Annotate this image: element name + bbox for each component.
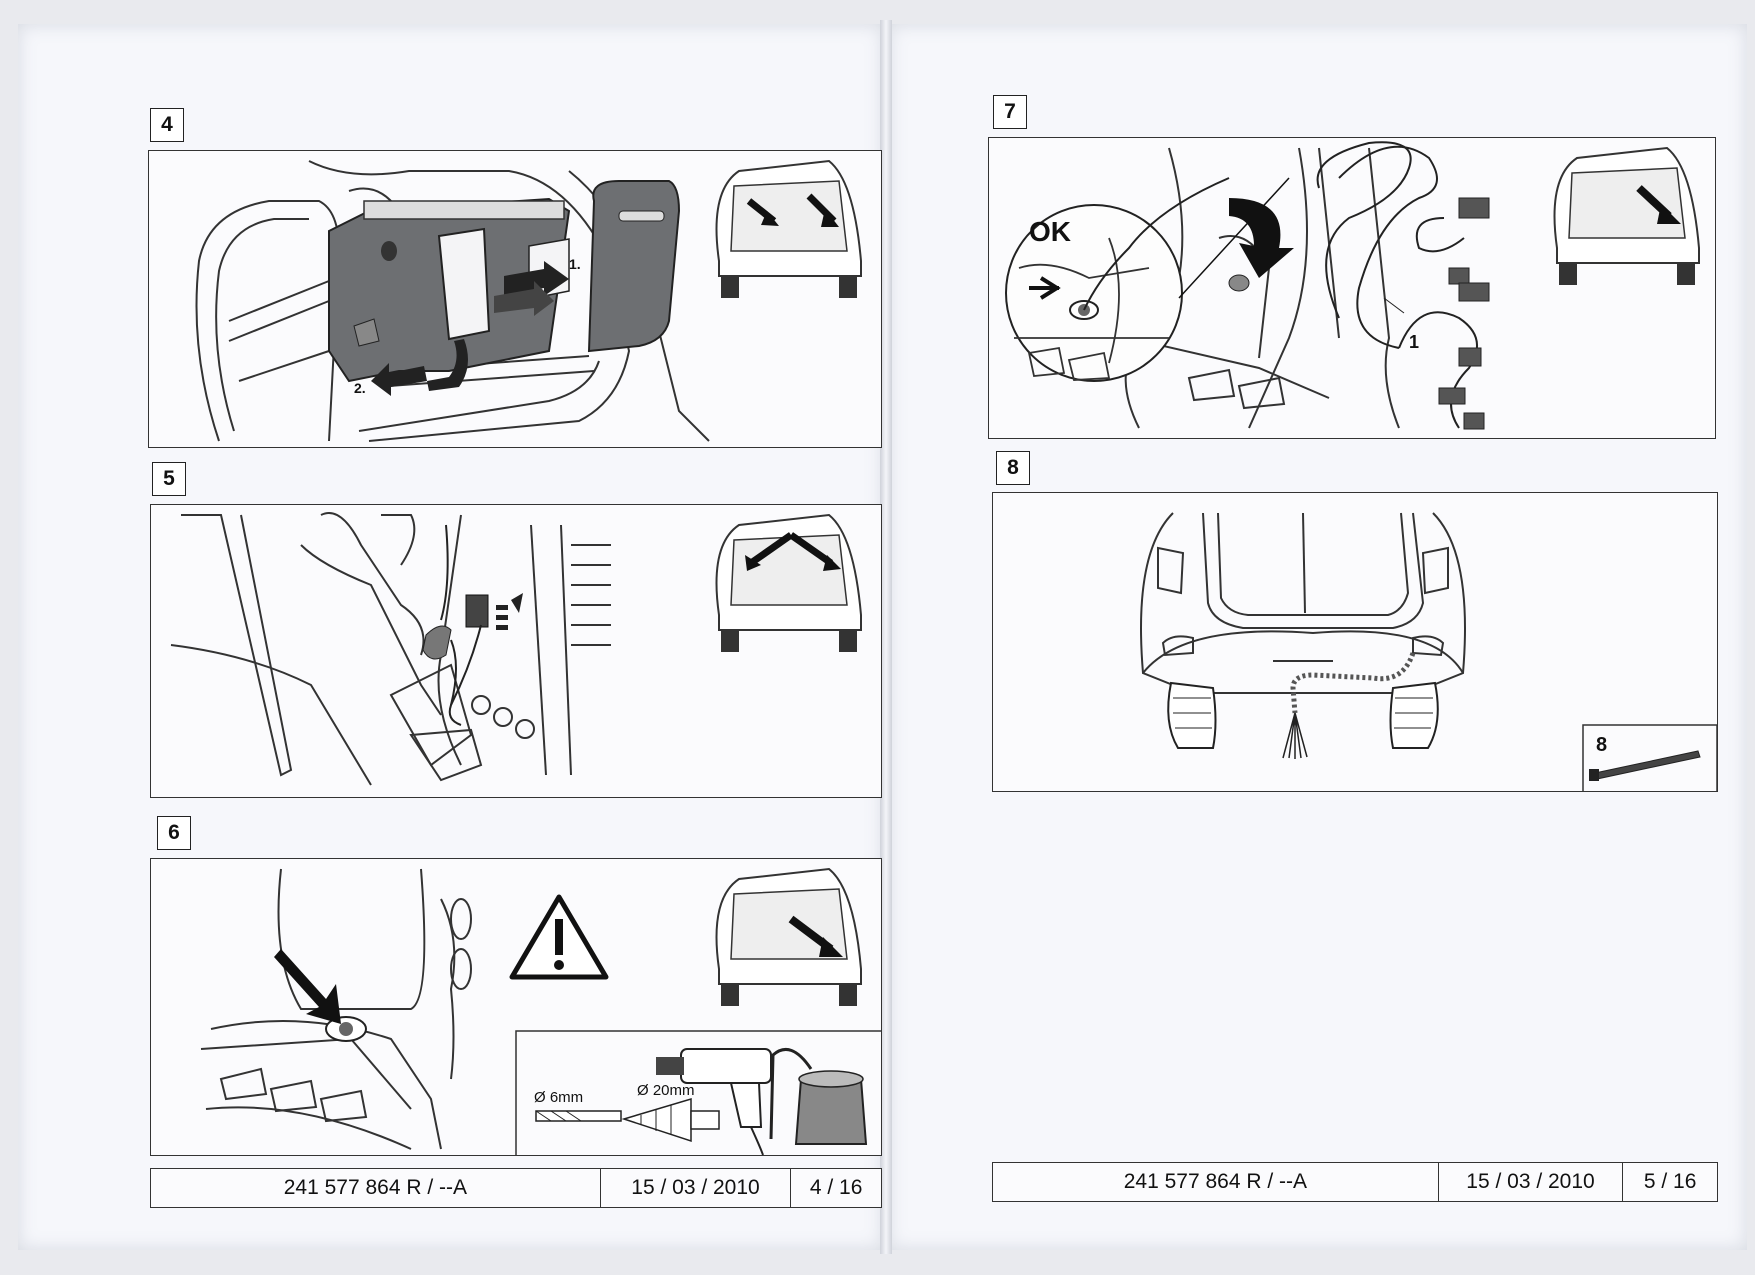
- step-5-number: 5: [152, 462, 186, 496]
- step-8-panel: 8: [992, 492, 1718, 792]
- step-5-illustration: [170, 512, 862, 786]
- step-7-panel: OK 1: [988, 137, 1716, 439]
- tools-inset: Ø 6mm Ø 20mm: [515, 1030, 881, 1155]
- cable-callout-1: 1: [1409, 332, 1419, 352]
- cable-tie-inset: 8: [1582, 724, 1717, 791]
- step-7-car-thumbnail: [1553, 146, 1700, 285]
- footer-right-date: 15 / 03 / 2010: [1439, 1163, 1624, 1201]
- step-8-illustration: 8: [1140, 512, 1717, 791]
- wheels: [1167, 681, 1439, 749]
- footer-left-date: 15 / 03 / 2010: [601, 1169, 792, 1207]
- power-drill-icon: [656, 1048, 772, 1155]
- step-4-number: 4: [150, 108, 184, 142]
- step-7-illustration: OK 1: [1005, 141, 1700, 430]
- footer-right-ref: 241 577 864 R / --A: [993, 1163, 1439, 1201]
- step-7-number: 7: [993, 95, 1027, 129]
- step-4-illustration: 1. 2.: [195, 159, 862, 442]
- step-8-number: 8: [996, 451, 1030, 485]
- step-6-illustration: Ø 6mm Ø 20mm: [200, 867, 881, 1155]
- step-4-car-thumbnail: [715, 159, 862, 298]
- footer-left: 241 577 864 R / --A 15 / 03 / 2010 4 / 1…: [150, 1168, 882, 1208]
- footer-right-page: 5 / 16: [1643, 1170, 1697, 1193]
- ok-label: OK: [1029, 216, 1071, 247]
- step-6-panel: Ø 6mm Ø 20mm: [150, 858, 882, 1156]
- step-5-panel: [150, 504, 882, 798]
- step-4-arrow-1-label: 1.: [569, 256, 581, 272]
- step-6-number: 6: [157, 816, 191, 850]
- drill-bit-icon: [535, 1110, 622, 1122]
- loose-wire-ends: [1282, 712, 1308, 759]
- step-6-car-thumbnail: [715, 867, 862, 1006]
- footer-left-ref: 241 577 864 R / --A: [151, 1169, 601, 1207]
- step-drill-icon: [621, 1097, 720, 1143]
- cable-tie-icon: [1589, 750, 1701, 781]
- vacuum-cleaner-icon: [769, 1047, 868, 1145]
- footer-right: 241 577 864 R / --A 15 / 03 / 2010 5 / 1…: [992, 1162, 1718, 1202]
- drill-small-label: Ø 6mm: [534, 1089, 583, 1106]
- step-5-car-thumbnail: [715, 513, 862, 652]
- drill-large-label: Ø 20mm: [637, 1082, 695, 1099]
- step-4-arrow-2-label: 2.: [354, 380, 366, 396]
- footer-left-page: 4 / 16: [809, 1176, 863, 1199]
- booklet-spine: [880, 20, 892, 1254]
- step-4-panel: 1. 2.: [148, 150, 882, 448]
- step-8-inset-number: 8: [1596, 734, 1607, 756]
- warning-triangle-icon: [509, 894, 609, 980]
